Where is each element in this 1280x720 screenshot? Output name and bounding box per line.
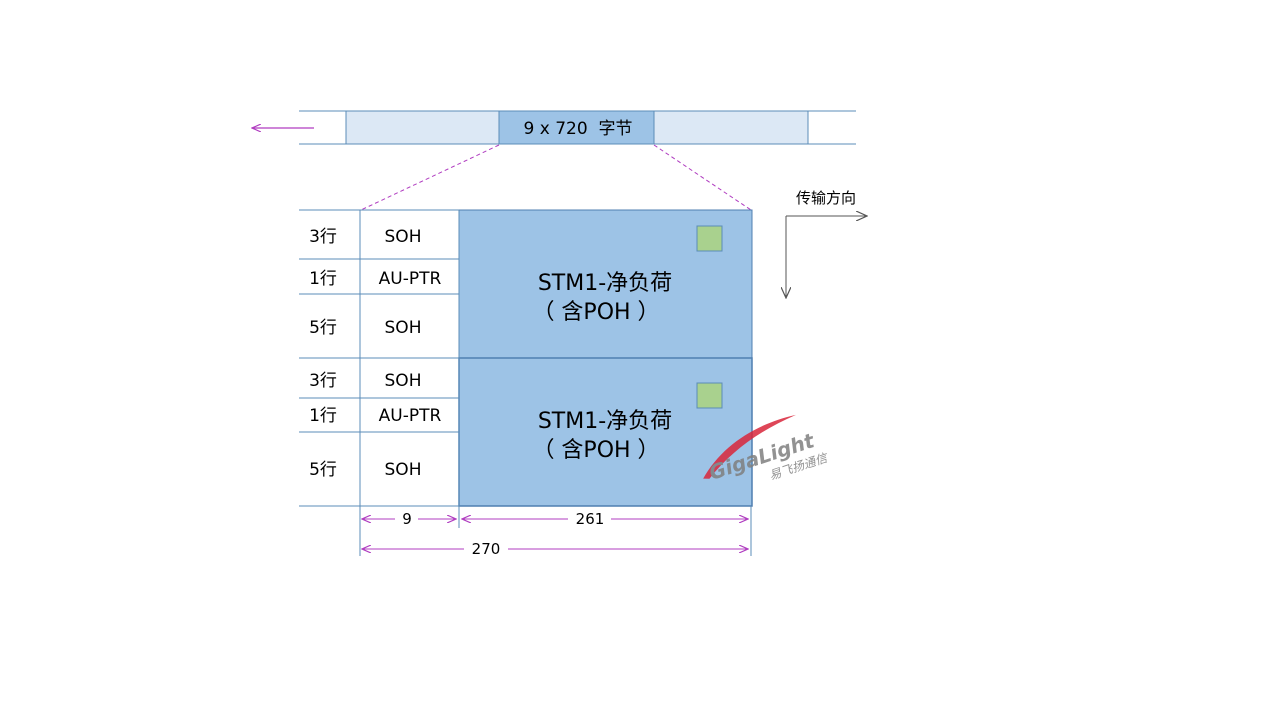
dimension-payload: 261 [462,510,748,528]
row-field-label: SOH [385,460,422,480]
zoom-line-left [360,144,500,211]
stream-frame-right [653,110,809,145]
dimension-overhead: 9 [362,510,456,528]
row-count-label: 5行 [309,318,337,338]
payload-subtitle: （ 含POH ） [532,300,659,325]
dimension-overhead-label: 9 [402,510,412,528]
stream-frame-left [345,110,500,145]
frame-size-label: 9 x 720 字节 [524,119,633,139]
row-count-label: 1行 [309,269,337,289]
row-count-label: 3行 [309,227,337,247]
frame-stream: 9 x 720 字节 [252,110,856,145]
payload-title: STM1-净负荷 [538,271,672,296]
row-field-label: SOH [385,227,422,247]
dimension-total-label: 270 [472,540,501,558]
row-field-label: SOH [385,318,422,338]
frame-table: 3行 SOH 1行 AU-PTR 5行 SOH STM1-净负荷 （ 含POH … [299,209,753,556]
poh-marker-2 [696,382,723,409]
stream-frame-center [498,110,655,145]
transmission-direction: 传输方向 [786,189,867,298]
row-field-label: AU-PTR [379,269,442,289]
row-count-label: 1行 [309,406,337,426]
row-field-label: AU-PTR [379,406,442,426]
row-count-label: 3行 [309,371,337,391]
payload-title: STM1-净负荷 [538,409,672,434]
zoom-line-right [653,144,752,211]
dimension-total: 270 [362,540,748,558]
dimension-payload-label: 261 [576,510,605,528]
row-count-label: 5行 [309,460,337,480]
direction-label: 传输方向 [796,189,856,207]
logo-swoosh-icon [703,414,796,479]
payload-subtitle: （ 含POH ） [532,438,659,463]
row-field-label: SOH [385,371,422,391]
poh-marker-1 [696,225,723,252]
